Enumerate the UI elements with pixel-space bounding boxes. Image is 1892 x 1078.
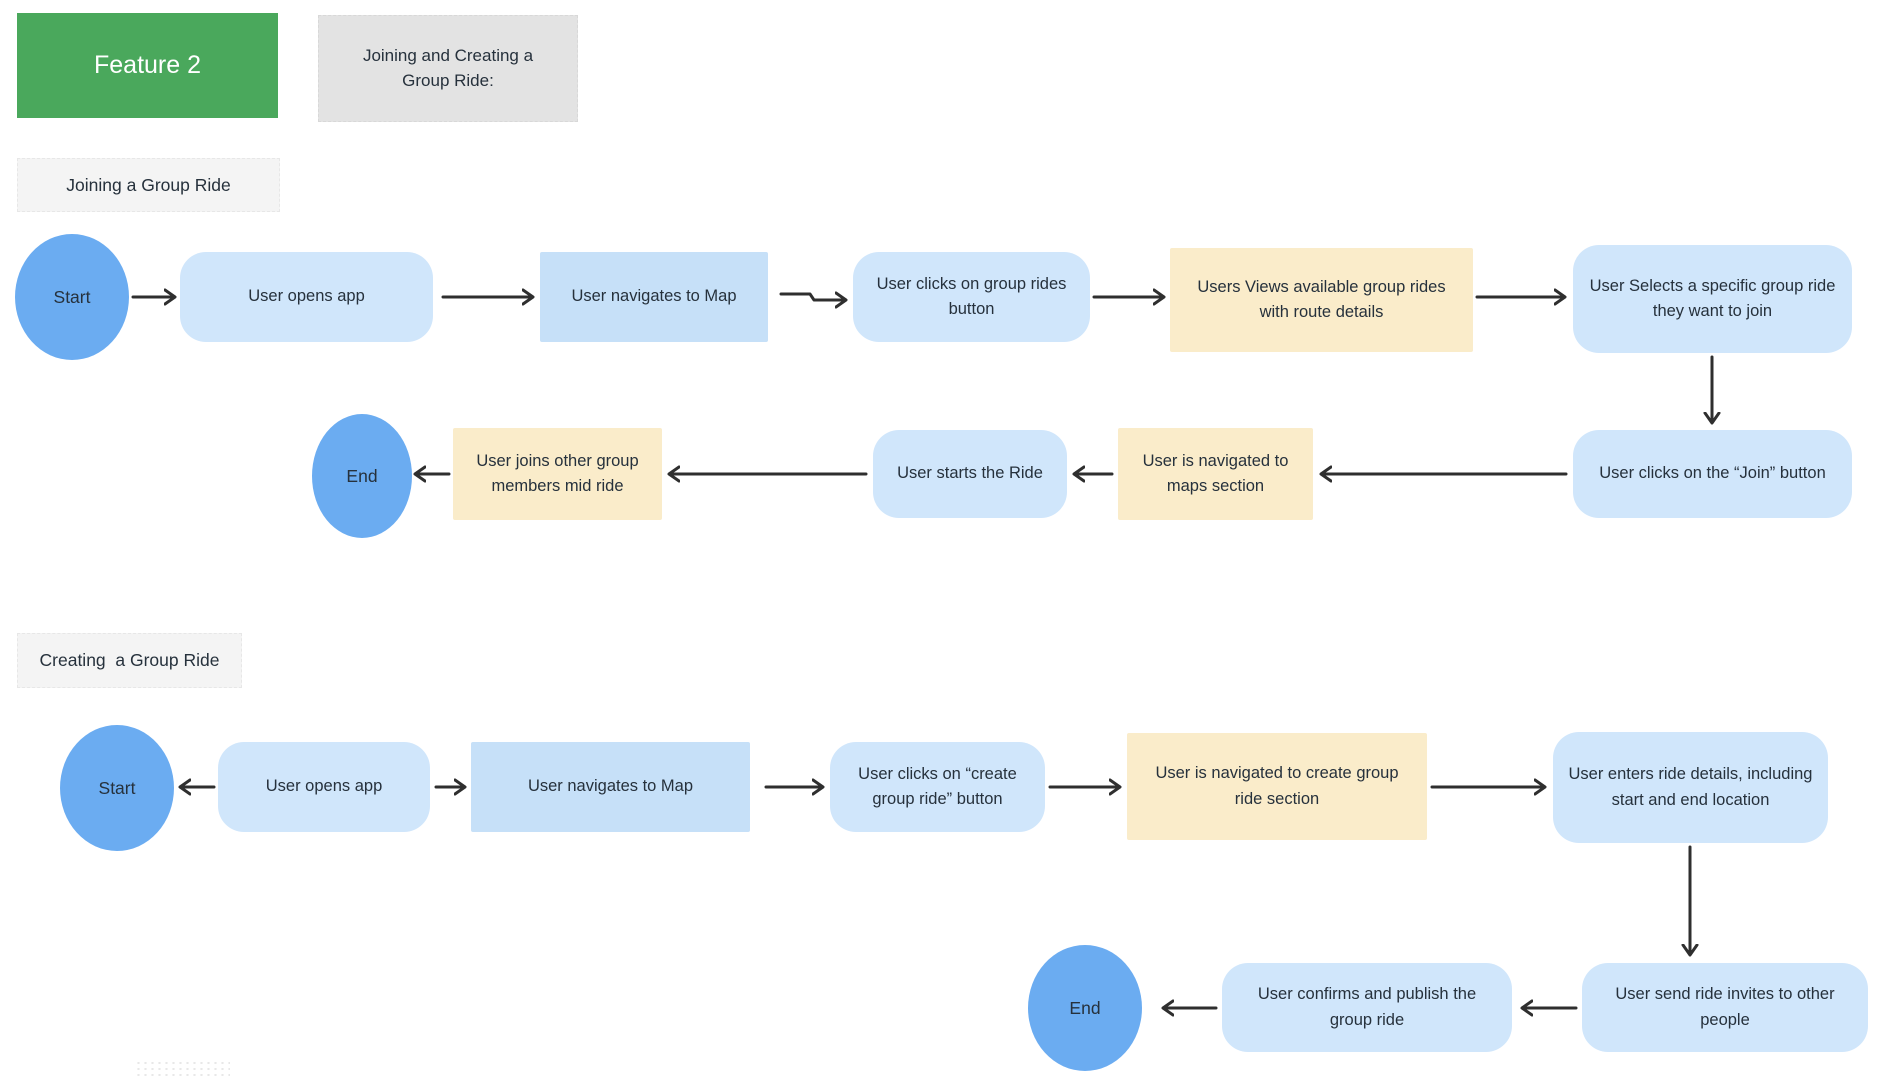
node-send-ride-invites: User send ride invites to other people: [1582, 963, 1868, 1052]
node-clicks-join-button: User clicks on the “Join” button: [1573, 430, 1852, 518]
node-start-joining: Start: [15, 234, 129, 360]
node-starts-ride: User starts the Ride: [873, 430, 1067, 518]
node-confirms-publish: User confirms and publish the group ride: [1222, 963, 1512, 1052]
node-navigated-create-section: User is navigated to create group ride s…: [1127, 733, 1427, 840]
node-enters-ride-details: User enters ride details, including star…: [1553, 732, 1828, 843]
feature-title: Feature 2: [17, 13, 278, 118]
node-user-opens-app-2: User opens app: [218, 742, 430, 832]
section-label-creating: Creating a Group Ride: [17, 633, 242, 688]
node-user-opens-app: User opens app: [180, 252, 433, 342]
node-user-navigates-to-map-2: User navigates to Map: [471, 742, 750, 832]
stray-dots-artifact: [135, 1060, 230, 1076]
node-end-joining: End: [312, 414, 412, 538]
section-label-joining: Joining a Group Ride: [17, 158, 280, 212]
node-end-creating: End: [1028, 945, 1142, 1071]
node-start-creating: Start: [60, 725, 174, 851]
node-selects-specific-ride: User Selects a specific group ride they …: [1573, 245, 1852, 353]
node-joins-members-mid-ride: User joins other group members mid ride: [453, 428, 662, 520]
node-navigated-maps-section: User is navigated to maps section: [1118, 428, 1313, 520]
feature-description: Joining and Creating a Group Ride:: [318, 15, 578, 122]
node-clicks-group-rides-button: User clicks on group rides button: [853, 252, 1090, 342]
node-user-navigates-to-map: User navigates to Map: [540, 252, 768, 342]
node-clicks-create-group-ride: User clicks on “create group ride” butto…: [830, 742, 1045, 832]
node-views-available-rides: Users Views available group rides with r…: [1170, 248, 1473, 352]
